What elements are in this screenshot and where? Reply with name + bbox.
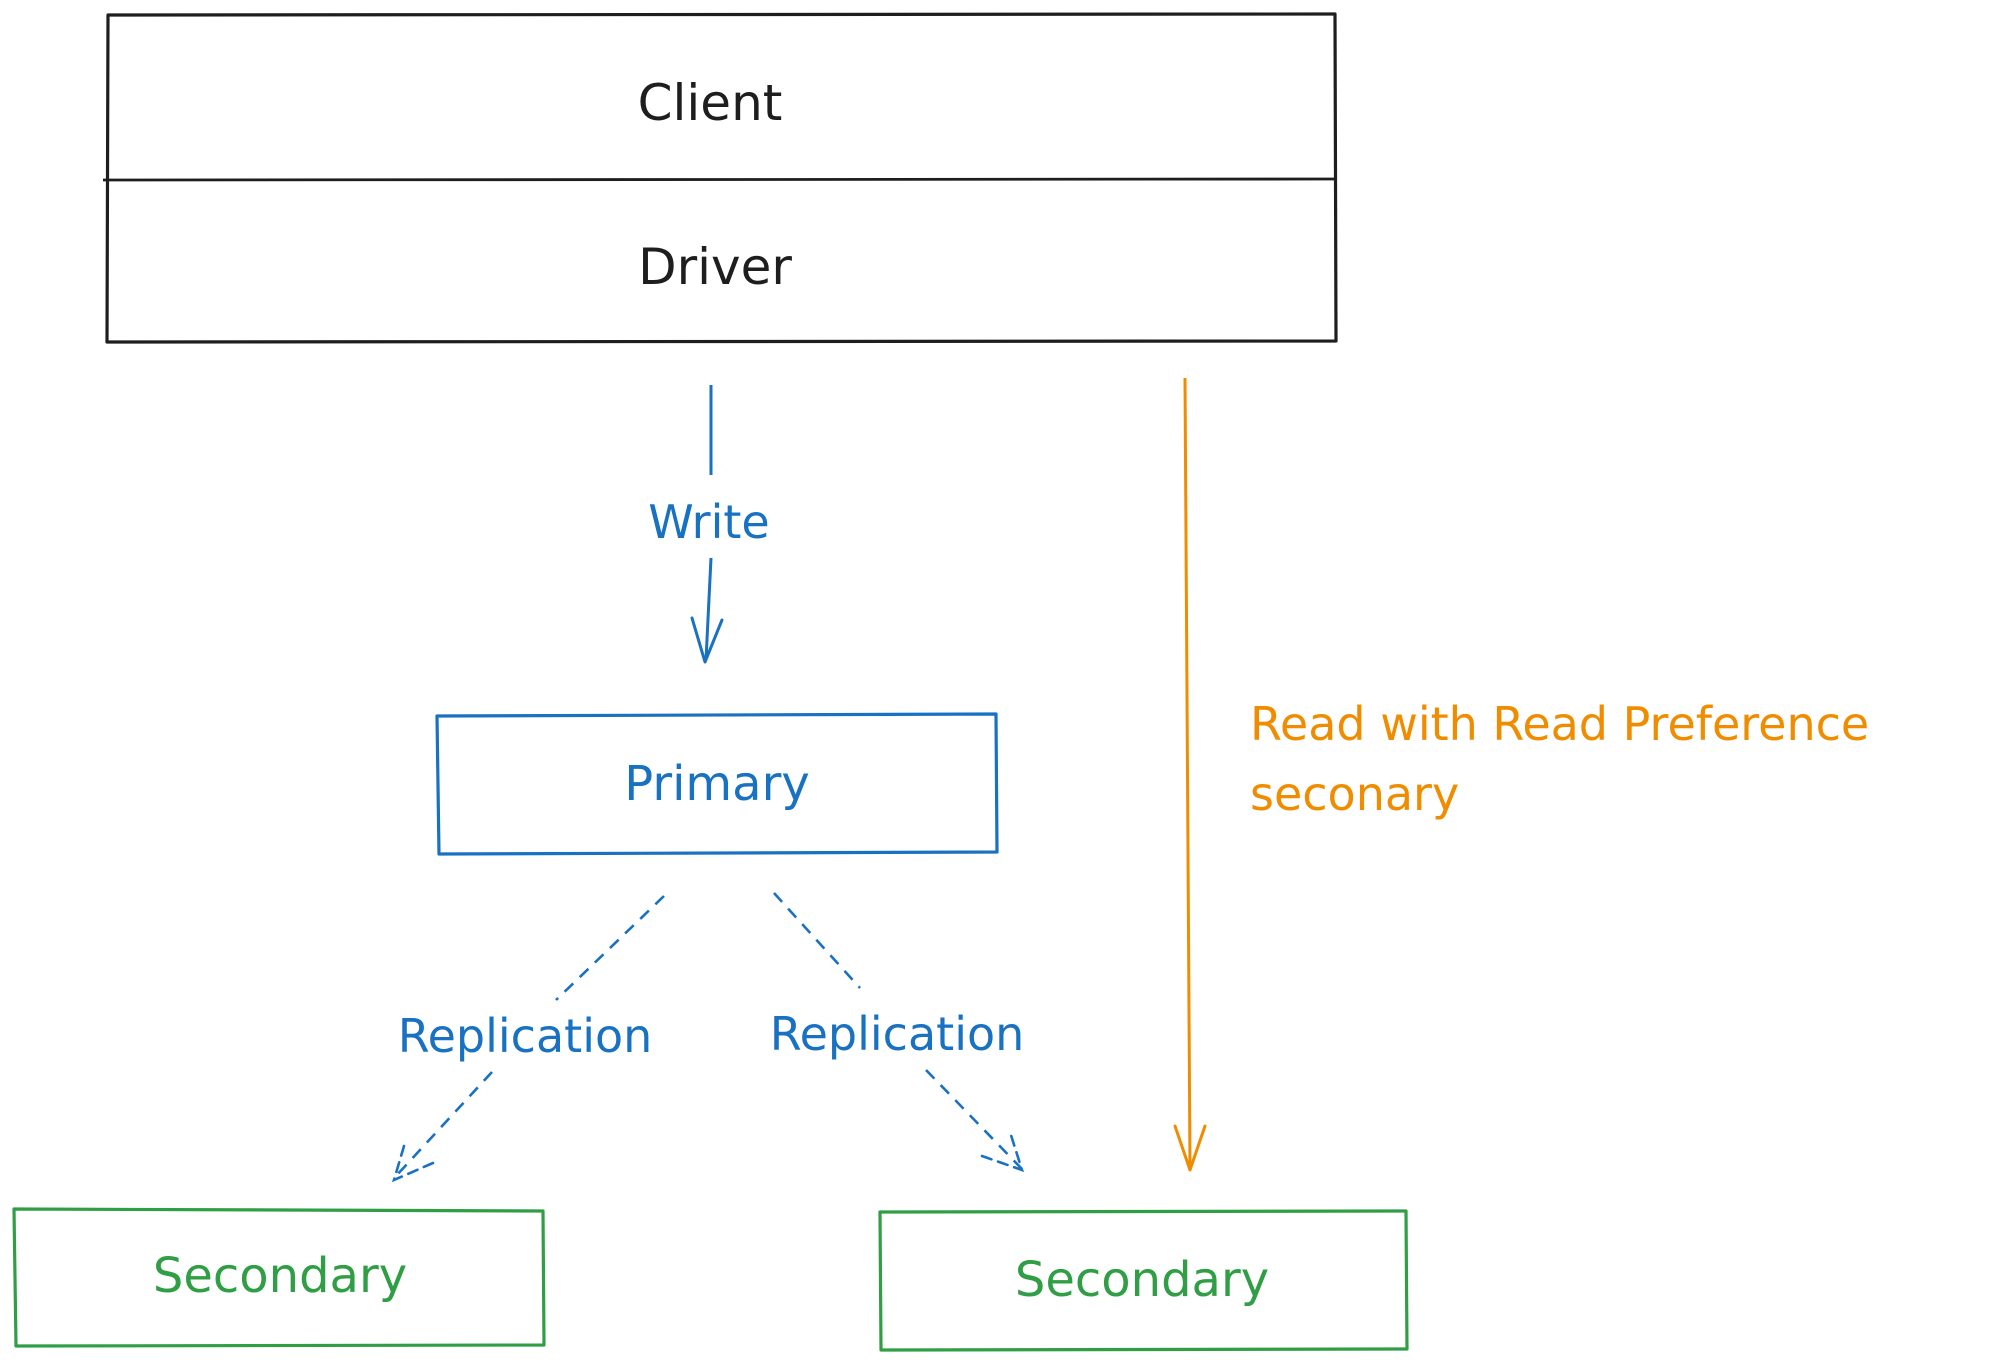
write-edge-line-bottom [704,557,713,661]
replication-left-line-bottom [395,1071,493,1177]
primary-node: Primary [435,712,999,856]
write-edge: Write [648,385,770,664]
client-driver-box: Client Driver [102,12,1338,344]
replication-left-arrowhead [391,1144,435,1183]
write-label: Write [648,495,769,549]
replication-right-line-top [773,892,861,989]
secondary-right-label: Secondary [1015,1252,1269,1308]
client-label: Client [638,74,783,132]
replication-right-line-bottom [925,1069,1022,1169]
secondary-right-box-outline [878,1209,1409,1352]
replication-left-label: Replication [398,1009,653,1063]
read-edge-line [1183,377,1192,1169]
read-edge: Read with Read Preference seconary [1173,377,1869,1172]
replication-left-line-top [555,895,665,1001]
replication-left-edge: Replication [391,895,665,1183]
secondary-left-label: Secondary [153,1248,407,1304]
secondary-left-box-outline [12,1207,546,1348]
driver-label: Driver [638,238,792,296]
read-label-line1: Read with Read Preference [1250,697,1869,751]
client-driver-box-outline [105,12,1338,344]
read-label-line2: seconary [1250,767,1459,821]
primary-label: Primary [624,756,809,812]
client-driver-divider [102,177,1337,182]
primary-box-outline [435,712,999,856]
secondary-left-node: Secondary [12,1207,546,1348]
replication-right-arrowhead [980,1130,1025,1173]
write-arrowhead [690,616,724,664]
replication-right-label: Replication [770,1007,1025,1061]
replication-right-edge: Replication [770,892,1025,1173]
secondary-right-node: Secondary [878,1209,1409,1352]
read-arrowhead [1173,1124,1207,1172]
